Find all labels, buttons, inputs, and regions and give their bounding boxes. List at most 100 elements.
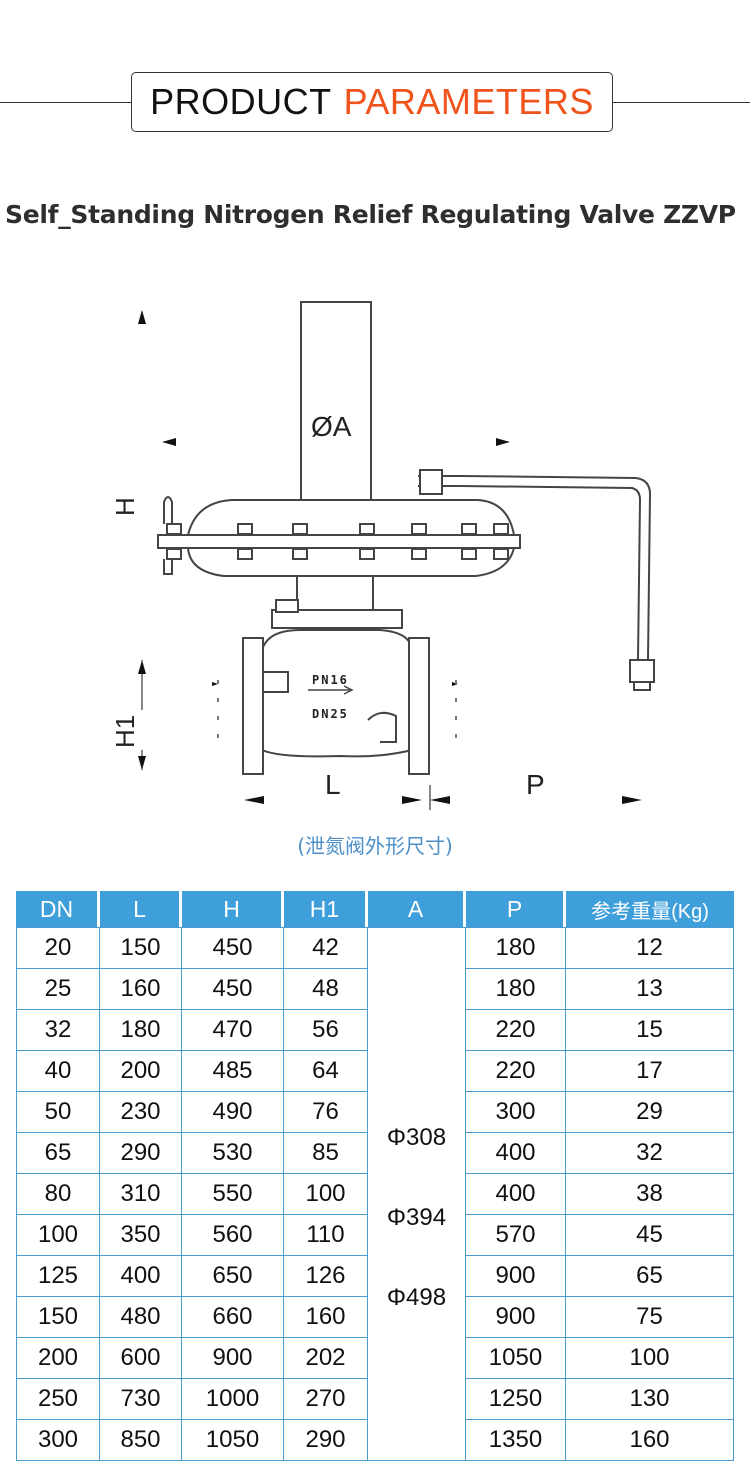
- cell-h: 660: [182, 1297, 284, 1338]
- header-rule-right: [613, 102, 750, 103]
- yoke: [296, 575, 374, 611]
- dim-label-a: ØA: [311, 411, 352, 442]
- cell-dn: 32: [16, 1010, 100, 1051]
- cell-weight: 13: [566, 969, 734, 1010]
- cell-l: 200: [100, 1051, 182, 1092]
- cell-weight: 160: [566, 1420, 734, 1461]
- cell-weight: 45: [566, 1215, 734, 1256]
- cell-l: 150: [100, 927, 182, 969]
- cell-h1: 64: [284, 1051, 368, 1092]
- cell-h1: 110: [284, 1215, 368, 1256]
- nameplate-pressure: PN16: [312, 673, 349, 687]
- cell-l: 230: [100, 1092, 182, 1133]
- cell-p: 400: [466, 1133, 566, 1174]
- cell-dn: 25: [16, 969, 100, 1010]
- cell-dn: 65: [16, 1133, 100, 1174]
- cell-h: 1050: [182, 1420, 284, 1461]
- cell-h: 650: [182, 1256, 284, 1297]
- cell-p: 180: [466, 927, 566, 969]
- cell-h1: 42: [284, 927, 368, 969]
- cell-h1: 85: [284, 1133, 368, 1174]
- cell-p: 1350: [466, 1420, 566, 1461]
- a-value: Φ498: [386, 1284, 447, 1311]
- cell-dn: 250: [16, 1379, 100, 1420]
- vent-screw: [163, 496, 173, 575]
- cell-h: 530: [182, 1133, 284, 1174]
- dim-label-p: P: [526, 769, 545, 800]
- cell-h1: 126: [284, 1256, 368, 1297]
- cell-dn: 125: [16, 1256, 100, 1297]
- cell-weight: 12: [566, 927, 734, 969]
- sensing-pipe: [418, 475, 652, 661]
- diaphragm-lower-case: [186, 547, 516, 577]
- cell-h: 450: [182, 969, 284, 1010]
- cell-h: 490: [182, 1092, 284, 1133]
- cell-p: 900: [466, 1297, 566, 1338]
- cell-dn: 300: [16, 1420, 100, 1461]
- a-value: Φ308: [386, 1124, 447, 1151]
- dim-label-h1: H1: [110, 715, 140, 748]
- cell-dn: 100: [16, 1215, 100, 1256]
- cell-p: 220: [466, 1010, 566, 1051]
- cell-p: 1250: [466, 1379, 566, 1420]
- cell-p: 570: [466, 1215, 566, 1256]
- product-title: Self_Standing Nitrogen Relief Regulating…: [5, 200, 736, 229]
- cell-weight: 17: [566, 1051, 734, 1092]
- bonnet-flange: [271, 609, 403, 629]
- section-title: PRODUCT PARAMETERS: [131, 72, 613, 132]
- diaphragm-flange: [157, 534, 521, 549]
- cell-h: 1000: [182, 1379, 284, 1420]
- table-header-row: DN L H H1 A P 参考重量(Kg): [16, 891, 734, 927]
- spring-housing: [300, 301, 372, 503]
- nameplate-size: DN25: [312, 707, 349, 721]
- cell-l: 730: [100, 1379, 182, 1420]
- cell-dn: 50: [16, 1092, 100, 1133]
- cell-h1: 290: [284, 1420, 368, 1461]
- cell-h: 470: [182, 1010, 284, 1051]
- cell-h: 450: [182, 927, 284, 969]
- cell-h1: 160: [284, 1297, 368, 1338]
- section-title-word-2: PARAMETERS: [343, 81, 594, 122]
- cell-weight: 75: [566, 1297, 734, 1338]
- cell-h: 900: [182, 1338, 284, 1379]
- internal-seat: [262, 671, 397, 743]
- cell-weight: 65: [566, 1256, 734, 1297]
- section-title-word-1: PRODUCT: [150, 81, 332, 122]
- cell-p: 1050: [466, 1338, 566, 1379]
- col-header-dn: DN: [16, 891, 100, 927]
- cell-dn: 40: [16, 1051, 100, 1092]
- col-header-p: P: [466, 891, 566, 927]
- col-header-h1: H1: [284, 891, 368, 927]
- flange-bolts: [166, 523, 509, 560]
- cell-weight: 130: [566, 1379, 734, 1420]
- dim-label-l: L: [325, 769, 341, 800]
- outlet-flange: [408, 637, 430, 775]
- diaphragm-upper-case: [186, 499, 516, 536]
- cell-l: 850: [100, 1420, 182, 1461]
- pipe-fitting: [419, 469, 443, 495]
- cell-l: 180: [100, 1010, 182, 1051]
- cell-l: 160: [100, 969, 182, 1010]
- cell-l: 310: [100, 1174, 182, 1215]
- cell-dn: 80: [16, 1174, 100, 1215]
- inlet-flange: [242, 637, 264, 775]
- cell-l: 350: [100, 1215, 182, 1256]
- cell-h1: 202: [284, 1338, 368, 1379]
- cell-l: 600: [100, 1338, 182, 1379]
- cell-p: 400: [466, 1174, 566, 1215]
- cell-dn: 200: [16, 1338, 100, 1379]
- cell-h1: 76: [284, 1092, 368, 1133]
- cell-h1: 56: [284, 1010, 368, 1051]
- cell-p: 900: [466, 1256, 566, 1297]
- cell-weight: 38: [566, 1174, 734, 1215]
- cell-weight: 100: [566, 1338, 734, 1379]
